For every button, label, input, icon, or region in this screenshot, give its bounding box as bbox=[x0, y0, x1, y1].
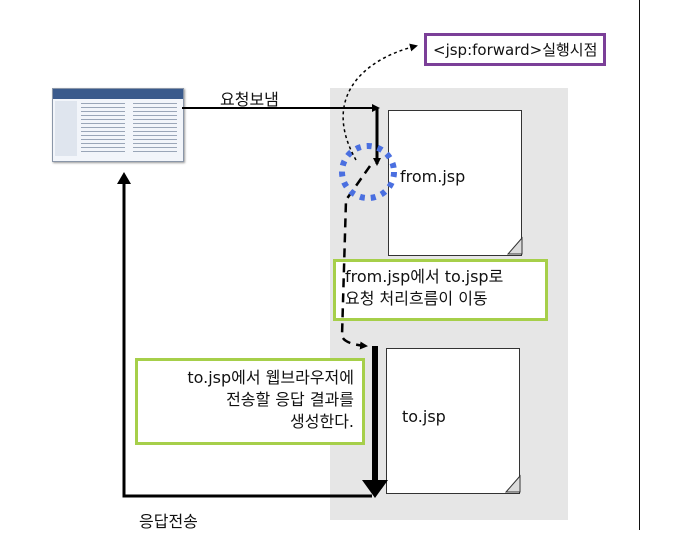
flow-move-note-line-1: from.jsp에서 to.jsp로 bbox=[345, 267, 504, 286]
to-jsp-page-fold bbox=[504, 474, 521, 493]
forward-flow-arrow bbox=[340, 165, 372, 350]
response-path bbox=[122, 182, 372, 498]
from-jsp-label: from.jsp bbox=[400, 167, 466, 186]
response-arrowhead bbox=[117, 172, 131, 184]
browser-window-icon bbox=[52, 88, 184, 162]
generate-response-note-line-3: 생성한다. bbox=[290, 412, 354, 431]
forward-callout: <jsp:forward>실행시점 bbox=[424, 33, 607, 66]
generate-response-note: to.jsp에서 웹브라우저에 전송할 응답 결과를 생성한다. bbox=[135, 358, 365, 445]
divider-line bbox=[639, 0, 640, 530]
flow-move-note: from.jsp에서 to.jsp로 요청 처리흐름이 이동 bbox=[333, 259, 548, 321]
generate-response-note-line-1: to.jsp에서 웹브라우저에 bbox=[187, 368, 354, 387]
generate-response-note-line-2: 전송할 응답 결과를 bbox=[226, 390, 354, 409]
from-jsp-page bbox=[388, 110, 522, 256]
response-send-label: 응답전송 bbox=[139, 512, 198, 531]
to-jsp-label: to.jsp bbox=[402, 407, 446, 426]
from-jsp-page-fold bbox=[506, 236, 523, 255]
to-jsp-page bbox=[386, 348, 520, 494]
request-send-label: 요청보냄 bbox=[220, 90, 279, 109]
flow-move-note-line-2: 요청 처리흐름이 이동 bbox=[345, 289, 488, 308]
callout-pointer-arrow bbox=[342, 43, 418, 161]
forward-point-ring bbox=[339, 143, 397, 201]
to-jsp-processing-arrowhead bbox=[362, 480, 388, 498]
